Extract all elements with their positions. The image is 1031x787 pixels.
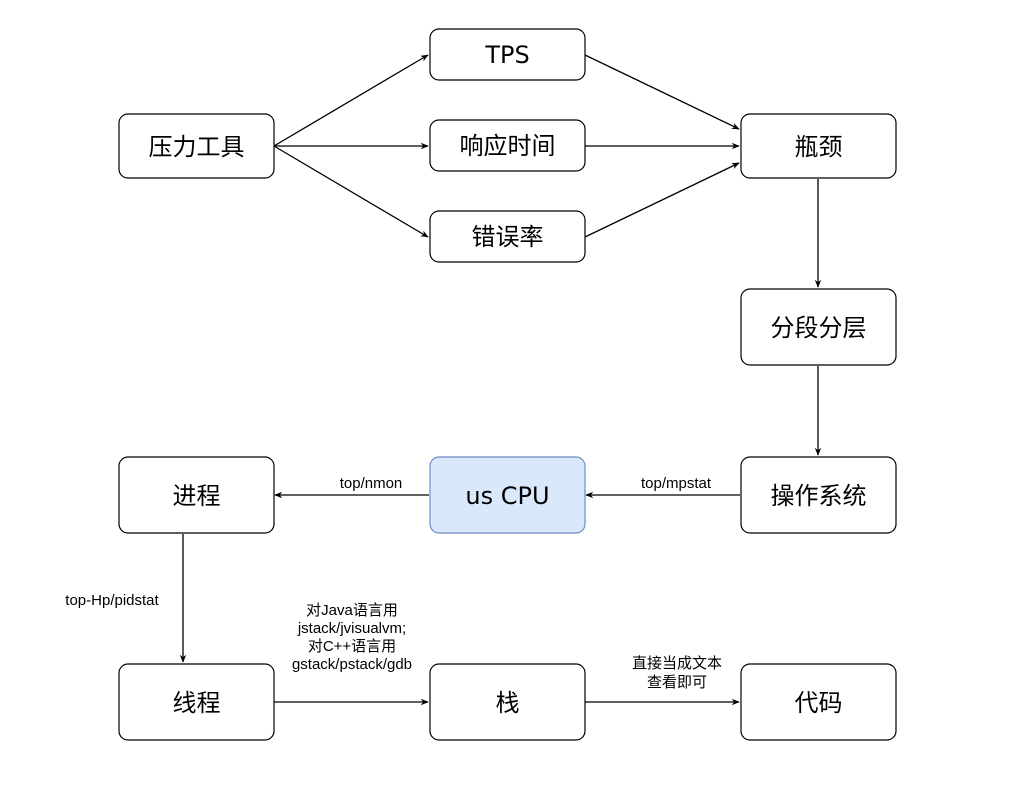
node-bottleneck: 瓶颈 — [740, 113, 897, 179]
edge-pressure-tps — [273, 54, 429, 147]
node-response-time: 响应时间 — [429, 119, 586, 172]
node-label: 压力工具 — [149, 133, 245, 161]
node-pressure-tool: 压力工具 — [118, 113, 275, 179]
edge-pressure-error — [273, 145, 429, 238]
node-label: 线程 — [173, 689, 221, 717]
node-label: TPS — [484, 41, 529, 69]
node-thread: 线程 — [118, 663, 275, 741]
node-error-rate: 错误率 — [429, 210, 586, 263]
node-label: 分段分层 — [771, 314, 867, 342]
edge-label-thread-stack-1: 对Java语言用 — [306, 602, 398, 619]
edge-label-cpu-process: top/nmon — [340, 475, 403, 492]
edge-label-os-cpu: top/mpstat — [641, 475, 712, 492]
node-label: 操作系统 — [771, 482, 867, 510]
node-us-cpu: us CPU — [429, 456, 586, 534]
node-tps: TPS — [429, 28, 586, 81]
edges — [179, 54, 822, 706]
node-label: 栈 — [496, 689, 520, 717]
node-label: us CPU — [465, 482, 549, 510]
node-label: 错误率 — [472, 223, 544, 251]
node-label: 进程 — [173, 482, 221, 510]
edge-label-stack-code-1: 直接当成文本 — [632, 655, 722, 672]
edge-label-thread-stack-4: gstack/pstack/gdb — [292, 656, 412, 673]
node-os: 操作系统 — [740, 456, 897, 534]
node-label: 代码 — [795, 689, 843, 717]
node-stack: 栈 — [429, 663, 586, 741]
node-process: 进程 — [118, 456, 275, 534]
edge-label-stack-code-2: 查看即可 — [647, 674, 707, 691]
edge-error-bottleneck — [584, 162, 740, 238]
node-label: 瓶颈 — [795, 133, 843, 161]
node-code: 代码 — [740, 663, 897, 741]
edge-tps-bottleneck — [584, 54, 740, 130]
edge-labels: top/mpstat top/nmon top-Hp/pidstat 对Java… — [65, 475, 722, 691]
node-label: 响应时间 — [460, 132, 556, 160]
edge-label-thread-stack-2: jstack/jvisualvm; — [297, 620, 406, 637]
edge-label-thread-stack-3: 对C++语言用 — [308, 638, 396, 655]
node-segment-layer: 分段分层 — [740, 288, 897, 366]
edge-label-process-thread: top-Hp/pidstat — [65, 592, 159, 609]
